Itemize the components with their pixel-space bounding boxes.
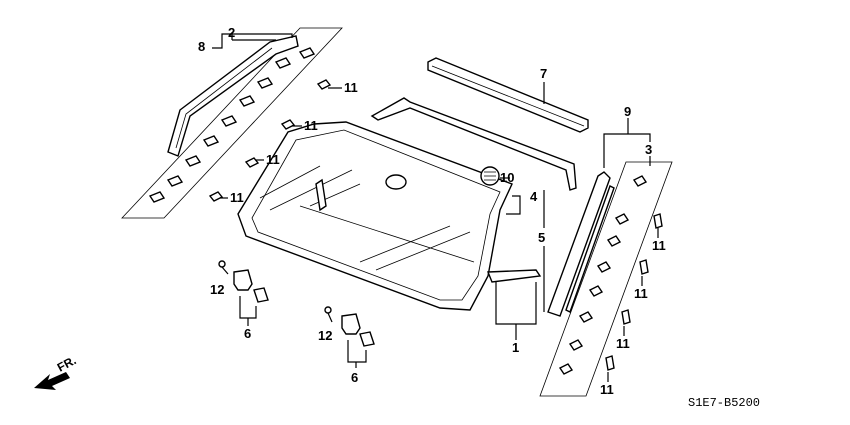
label-8: 8 [198, 39, 205, 54]
glass-outer [237, 121, 513, 311]
label-1: 1 [512, 340, 519, 355]
screw-12b [324, 306, 332, 314]
label-12a: 12 [210, 282, 224, 297]
top-moldings [370, 57, 589, 191]
left-loose-clips [208, 79, 332, 202]
label-11b: 11 [304, 118, 318, 133]
glass-stud [315, 178, 327, 212]
clip-6b-small [359, 331, 375, 347]
label-11a: 11 [344, 80, 358, 95]
label-6b: 6 [351, 370, 358, 385]
label-2: 2 [228, 25, 235, 40]
label-11d: 11 [230, 190, 244, 205]
glass-shade-band [299, 205, 475, 263]
right-loose-clips [605, 213, 663, 371]
lower-molding [486, 269, 542, 283]
bracket-9 [603, 133, 651, 168]
label-11e: 11 [652, 238, 666, 253]
right-clips [558, 175, 648, 375]
label-11f: 11 [634, 286, 648, 301]
label-11h: 11 [600, 382, 614, 397]
screw-12b-shaft [327, 312, 333, 323]
bracket-6a [239, 296, 257, 319]
label-5: 5 [538, 230, 545, 245]
bracket-8 [212, 33, 293, 49]
label-11c: 11 [266, 152, 280, 167]
bracket-1 [495, 282, 537, 325]
diagram-code: S1E7-B5200 [688, 396, 760, 410]
label-6a: 6 [244, 326, 251, 341]
windshield-glass [237, 121, 513, 311]
bracket-4 [506, 195, 521, 215]
left-pillar-molding [167, 35, 299, 157]
bracket-6b [347, 340, 367, 363]
part-number-labels: 2 8 11 11 11 11 7 9 3 10 4 5 1 11 11 11 … [198, 25, 666, 397]
upper-rail-inner [431, 65, 585, 127]
label-11g: 11 [616, 336, 630, 351]
label-9: 9 [624, 104, 631, 119]
screw-12a-shaft [221, 266, 229, 275]
screw-12a [218, 260, 226, 268]
direction-label: FR. [55, 353, 79, 374]
right-pillar-molding-9 [547, 171, 611, 317]
label-3: 3 [645, 142, 652, 157]
right-pillar-strip [565, 185, 615, 313]
lower-clips-left [218, 260, 269, 326]
left-pillar-panel [121, 27, 343, 219]
label-12b: 12 [318, 328, 332, 343]
glass-reflections [259, 165, 471, 271]
clip-6a-main [233, 269, 253, 291]
lower-clips-right [324, 306, 375, 368]
label-7: 7 [540, 66, 547, 81]
front-direction-arrow: FR. [34, 353, 78, 390]
clip-6b-main [341, 313, 361, 335]
left-molding-inner-line [175, 47, 273, 149]
clip-6a-small [253, 287, 269, 303]
top-molding-5 [370, 97, 577, 191]
glass-inner [251, 129, 501, 301]
sticker-lines [484, 171, 496, 181]
right-panel-outline [539, 161, 673, 397]
label-10: 10 [500, 170, 514, 185]
left-clips [148, 47, 316, 203]
label-4: 4 [530, 189, 538, 204]
mirror-base [385, 174, 407, 190]
left-panel-outline [121, 27, 343, 219]
right-pillar-panel [539, 118, 673, 397]
arrow-icon [34, 372, 70, 390]
upper-rail-7 [427, 57, 589, 133]
